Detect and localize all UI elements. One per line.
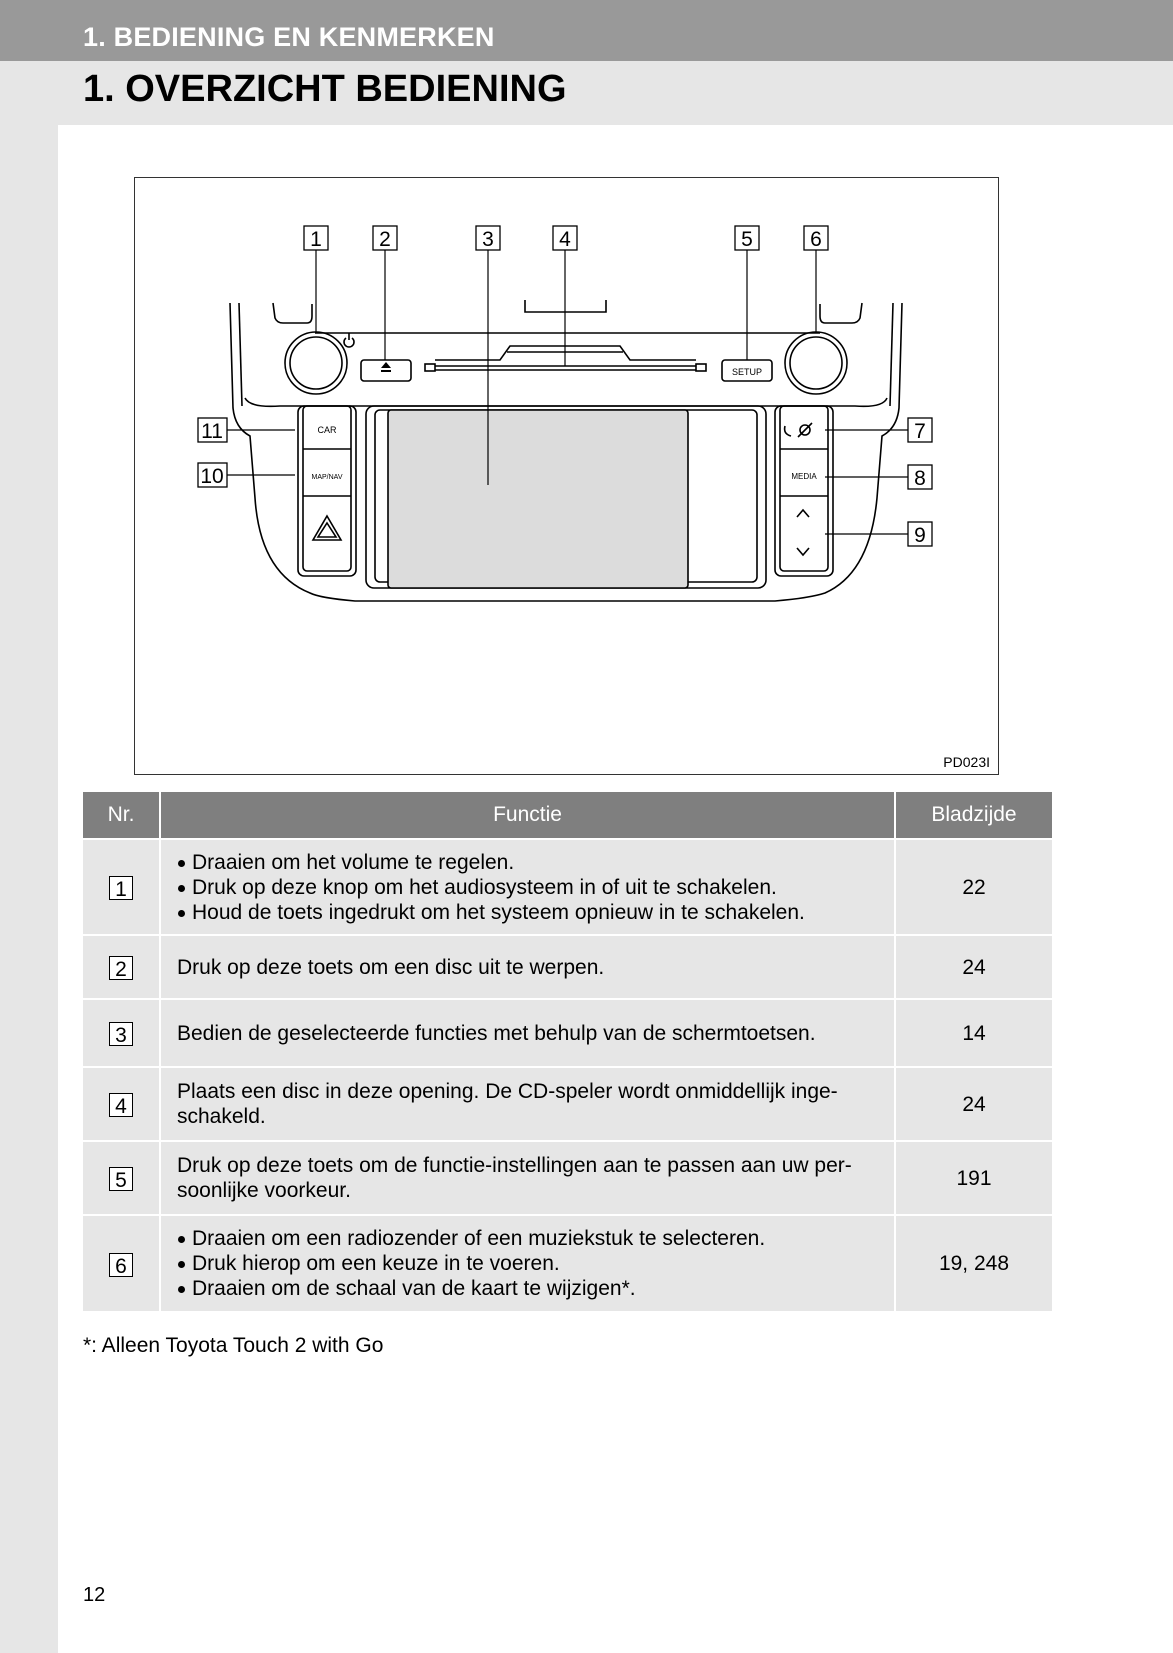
callout-5: 5 <box>741 228 753 251</box>
callout-1: 1 <box>310 228 322 251</box>
control-panel-figure: SETUP CAR MAP/NAV MEDIA <box>134 177 999 775</box>
car-button-label: CAR <box>317 425 337 435</box>
header-nr: Nr. <box>83 792 161 839</box>
function-cell: Plaats een disc in deze opening. De CD-s… <box>160 1066 896 1141</box>
section-title: 1. BEDIENING EN KENMERKEN <box>83 22 495 52</box>
footnote: *: Alleen Toyota Touch 2 with Go <box>83 1334 384 1357</box>
figure-code: PD023I <box>943 754 990 770</box>
page-margin-strip <box>0 0 58 1653</box>
page-cell: 24 <box>895 934 1052 999</box>
list-item: Druk hierop om een keuze in te voeren. <box>177 1251 878 1276</box>
row-number: 4 <box>109 1093 133 1118</box>
row-number: 2 <box>109 956 133 981</box>
list-item: Draaien om een radiozender of een muziek… <box>177 1226 878 1251</box>
list-item: Draaien om de schaal van de kaart te wij… <box>177 1276 878 1301</box>
table-row: 2 Druk op deze toets om een disc uit te … <box>83 934 1052 999</box>
function-cell: Bedien de geselecteerde functies met beh… <box>160 998 896 1067</box>
callout-3: 3 <box>482 228 494 251</box>
table-row: 4 Plaats een disc in deze opening. De CD… <box>83 1066 1052 1141</box>
callout-9: 9 <box>914 524 926 547</box>
page-cell: 191 <box>895 1140 1052 1215</box>
page-cell: 24 <box>895 1066 1052 1141</box>
table-row: 1 Draaien om het volume te regelen. Druk… <box>83 838 1052 935</box>
list-item: Houd de toets ingedrukt om het systeem o… <box>177 900 878 925</box>
callout-6: 6 <box>810 228 822 251</box>
row-number: 5 <box>109 1167 133 1192</box>
table-row: 5 Druk op deze toets om de functie-inste… <box>83 1140 1052 1215</box>
title-band <box>58 61 1173 125</box>
function-cell: Druk op deze toets om een disc uit te we… <box>160 934 896 999</box>
callout-10: 10 <box>200 465 223 488</box>
table-header-row: Nr. Functie Bladzijde <box>83 792 1052 839</box>
callout-2: 2 <box>379 228 391 251</box>
function-cell: Draaien om het volume te regelen. Druk o… <box>160 838 896 935</box>
row-number: 3 <box>109 1022 133 1047</box>
list-item: Druk op deze knop om het audiosysteem in… <box>177 875 878 900</box>
callout-8: 8 <box>914 467 926 490</box>
map-nav-button-label: MAP/NAV <box>312 474 343 481</box>
table-row: 6 Draaien om een radiozender of een muzi… <box>83 1214 1052 1311</box>
header-page: Bladzijde <box>895 792 1052 839</box>
media-button-label: MEDIA <box>791 472 817 481</box>
page-cell: 19, 248 <box>895 1214 1052 1311</box>
header-function: Functie <box>160 792 896 839</box>
list-item: Draaien om het volume te regelen. <box>177 850 878 875</box>
page-cell: 14 <box>895 998 1052 1067</box>
section-header-bar <box>0 0 1173 61</box>
page-title: 1. OVERZICHT BEDIENING <box>83 68 567 110</box>
row-number: 1 <box>109 876 133 901</box>
callout-11: 11 <box>201 420 223 443</box>
page-number: 12 <box>83 1584 106 1606</box>
function-table: Nr. Functie Bladzijde 1 Draaien om het v… <box>83 792 1052 1311</box>
setup-button-label: SETUP <box>732 367 762 377</box>
page-cell: 22 <box>895 838 1052 935</box>
table-row: 3 Bedien de geselecteerde functies met b… <box>83 998 1052 1067</box>
function-cell: Draaien om een radiozender of een muziek… <box>160 1214 896 1311</box>
row-number: 6 <box>109 1252 133 1278</box>
function-cell: Druk op deze toets om de functie-instell… <box>160 1140 896 1215</box>
callout-7: 7 <box>914 420 926 443</box>
control-panel-illustration: SETUP CAR MAP/NAV MEDIA <box>197 225 933 602</box>
callout-4: 4 <box>559 228 571 251</box>
